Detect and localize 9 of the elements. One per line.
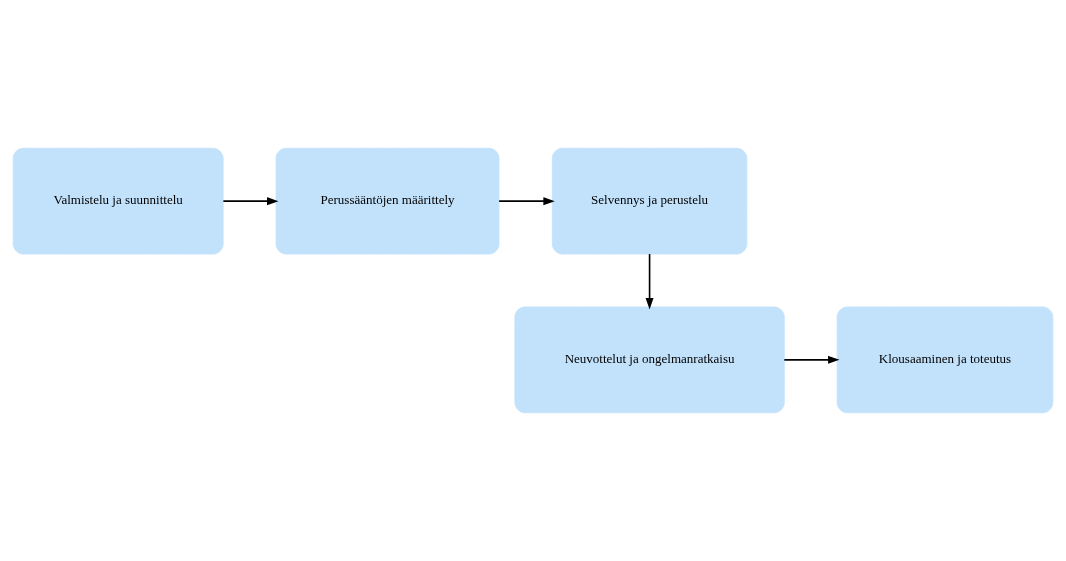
node-box: Perussääntöjen määrittely [275, 147, 500, 255]
arrow [498, 197, 555, 206]
arrow [783, 355, 840, 364]
node-box: Neuvottelut ja ongelmanratkaisu [514, 306, 785, 414]
arrow [645, 253, 654, 310]
arrow [222, 197, 279, 206]
node-box: Klousaaminen ja toteutus [836, 306, 1054, 414]
node-box: Valmistelu ja suunnittelu [12, 147, 224, 255]
node-box: Selvennys ja perustelu [551, 147, 748, 255]
